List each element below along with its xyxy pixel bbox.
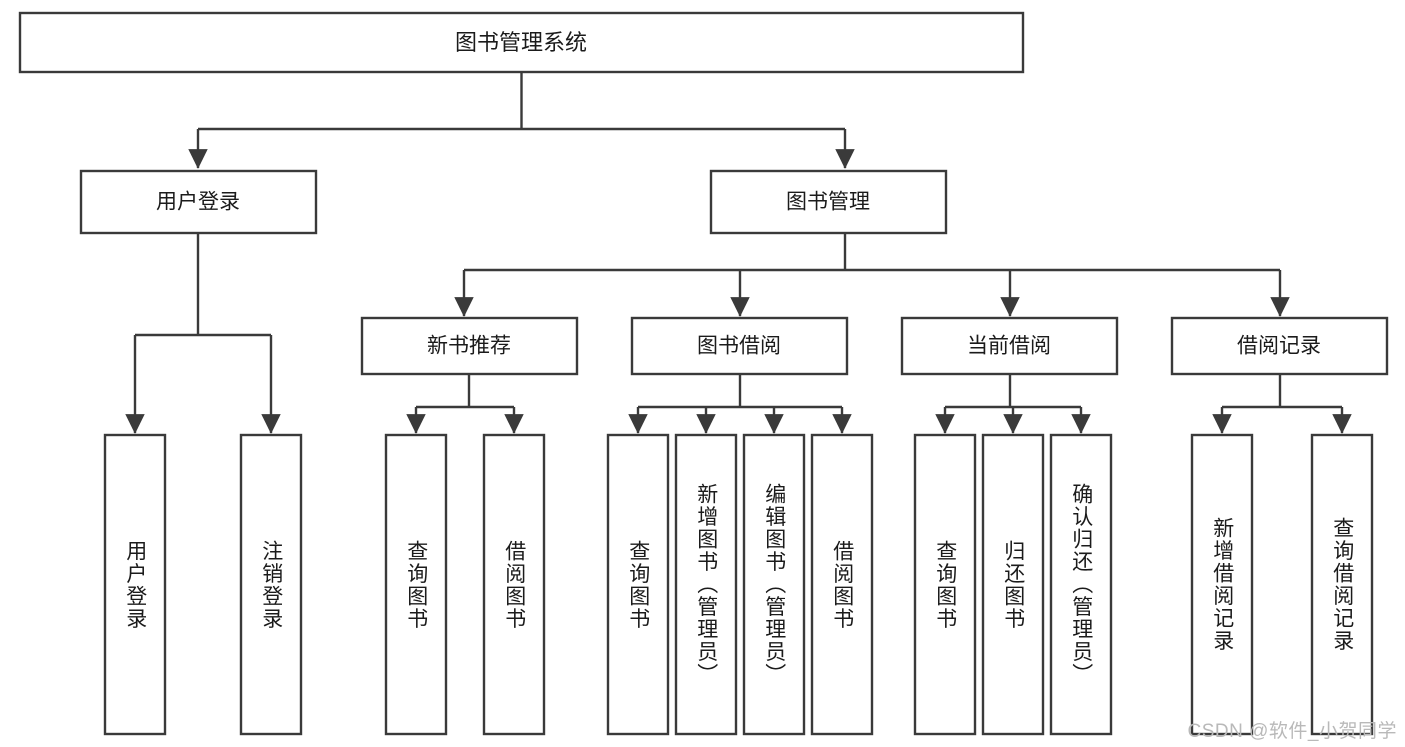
leaf-box-query-book-1[interactable]	[384, 433, 448, 736]
node-book-management[interactable]: 图书管理	[709, 169, 948, 235]
node-box-user-login[interactable]	[79, 169, 318, 235]
node-label-user-login: 用户登录	[156, 191, 240, 214]
node-box-new-book-recommend[interactable]	[360, 316, 579, 376]
connector-group-current-borrow	[935, 374, 1091, 434]
node-box-root[interactable]	[18, 11, 1025, 74]
leaf-box-user-login[interactable]	[103, 433, 167, 736]
node-box-current-borrow[interactable]	[900, 316, 1119, 376]
leaf-box-logout[interactable]	[239, 433, 303, 736]
node-borrow-records[interactable]: 借阅记录	[1170, 316, 1389, 376]
node-label-new-book-recommend: 新书推荐	[427, 335, 511, 358]
leaf-box-query-book-3[interactable]	[913, 433, 977, 736]
node-box-book-borrow[interactable]	[630, 316, 849, 376]
node-label-book-management: 图书管理	[786, 191, 870, 214]
node-box-borrow-records[interactable]	[1170, 316, 1389, 376]
leaf-box-group	[103, 433, 1374, 736]
leaf-box-query-book-2[interactable]	[606, 433, 670, 736]
leaf-box-return-book[interactable]	[981, 433, 1045, 736]
connector-group-root	[188, 72, 855, 169]
node-label-book-borrow: 图书借阅	[697, 335, 781, 358]
connector-group-book-mgmt	[454, 233, 1290, 317]
connector-group-user-login	[125, 233, 281, 434]
leaf-box-borrow-book-1[interactable]	[482, 433, 546, 736]
node-label-current-borrow: 当前借阅	[967, 335, 1051, 358]
leaf-box-edit-book-admin[interactable]	[742, 433, 806, 736]
leaf-box-confirm-return-admin[interactable]	[1049, 433, 1113, 736]
leaf-box-add-book-admin[interactable]	[674, 433, 738, 736]
node-current-borrow[interactable]: 当前借阅	[900, 316, 1119, 376]
node-book-borrow[interactable]: 图书借阅	[630, 316, 849, 376]
node-new-book-recommend[interactable]: 新书推荐	[360, 316, 579, 376]
node-box-book-management[interactable]	[709, 169, 948, 235]
connector-group-borrow	[628, 374, 852, 434]
leaf-box-query-borrow-record[interactable]	[1310, 433, 1374, 736]
leaf-box-add-borrow-record[interactable]	[1190, 433, 1254, 736]
connector-group-new-books	[406, 374, 524, 434]
node-label-borrow-records: 借阅记录	[1237, 335, 1321, 358]
node-label-root: 图书管理系统	[455, 30, 587, 55]
node-root-system[interactable]: 图书管理系统	[18, 11, 1025, 74]
connector-group-records	[1212, 374, 1352, 434]
leaf-box-borrow-book-2[interactable]	[810, 433, 874, 736]
node-user-login[interactable]: 用户登录	[79, 169, 318, 235]
